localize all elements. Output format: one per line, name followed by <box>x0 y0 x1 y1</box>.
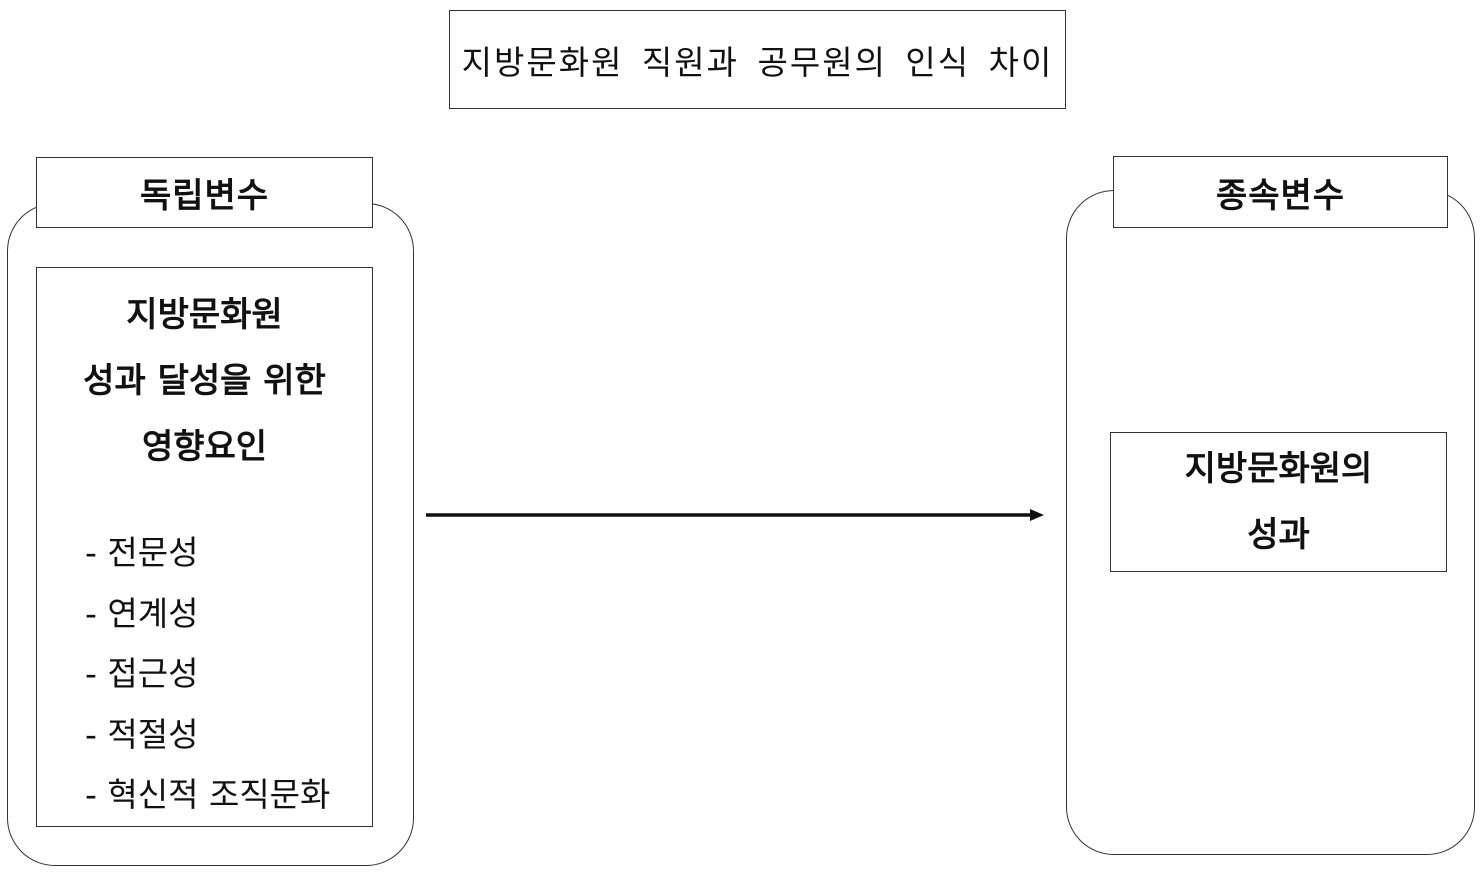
dependent-variable-header: 종속변수 <box>1113 156 1448 228</box>
dependent-line: 지방문화원의 <box>1184 449 1373 489</box>
independent-variable-header: 독립변수 <box>36 157 373 228</box>
dependent-line: 성과 <box>1247 515 1310 555</box>
independent-variable-heading: 지방문화원 성과 달성을 위한 영향요인 <box>37 282 372 480</box>
factor-item: - 혁신적 조직문화 <box>85 775 331 814</box>
heading-line: 지방문화원 <box>126 295 283 335</box>
factor-item: - 전문성 <box>85 533 199 572</box>
factor-item: - 접근성 <box>85 654 199 693</box>
diagram-title: 지방문화원 직원과 공무원의 인식 차이 <box>449 10 1066 109</box>
factor-item: - 적절성 <box>85 714 199 754</box>
dependent-variable-box: 지방문화원의 성과 <box>1110 432 1447 572</box>
heading-line: 영향요인 <box>141 427 268 467</box>
factor-item: - 연계성 <box>85 593 199 633</box>
arrow-head <box>1030 509 1044 521</box>
causal-arrow <box>426 509 1044 521</box>
factor-list: - 전문성 - 연계성 - 접근성 - 적절성 - 혁신적 조직문화 <box>85 523 330 826</box>
heading-line: 성과 달성을 위한 <box>83 361 326 401</box>
independent-variable-box: 지방문화원 성과 달성을 위한 영향요인 - 전문성 - 연계성 - 접근성 -… <box>36 267 373 827</box>
